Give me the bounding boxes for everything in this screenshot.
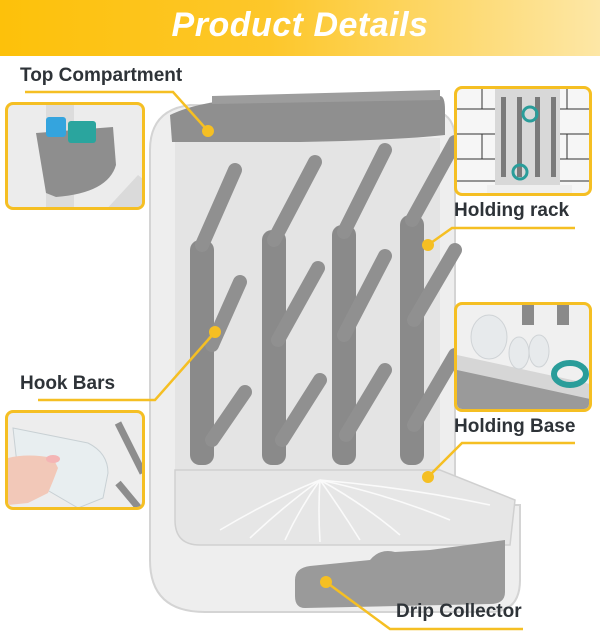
inset-holding-rack <box>454 86 592 196</box>
label-holding-rack: Holding rack <box>454 200 570 221</box>
inset-hook-bars <box>5 410 145 510</box>
inset-top-compartment <box>5 102 145 210</box>
label-top-compartment: Top Compartment <box>20 65 183 86</box>
label-drip-collector: Drip Collector <box>396 601 522 622</box>
banner-title: Product Details <box>171 6 429 44</box>
label-hook-bars: Hook Bars <box>20 373 116 394</box>
label-holding-base: Holding Base <box>454 416 576 437</box>
banner: Product Details <box>0 0 600 56</box>
inset-holding-base <box>454 302 592 412</box>
